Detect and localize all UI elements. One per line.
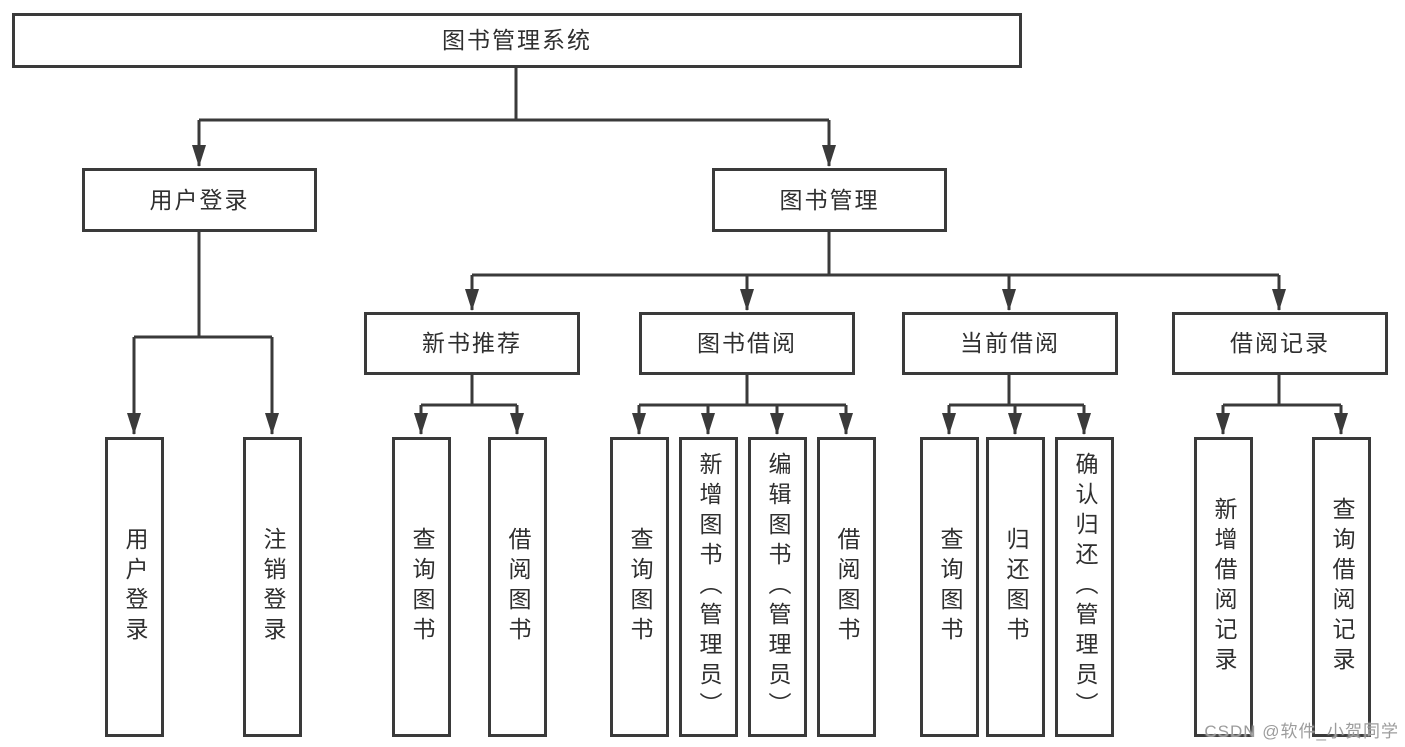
leaf-add-borrow-record: 新增借阅记录 xyxy=(1194,437,1253,737)
leaf-query-books-current: 查询图书 xyxy=(920,437,979,737)
leaf-label: 编辑图书（管理员） xyxy=(765,452,791,722)
node-library-management-system: 图书管理系统 xyxy=(12,13,1022,68)
node-book-borrowing: 图书借阅 xyxy=(639,312,855,375)
node-book-management: 图书管理 xyxy=(712,168,947,232)
leaf-label: 查询图书 xyxy=(627,527,653,647)
leaf-label: 借阅图书 xyxy=(834,527,860,647)
node-new-book-recommendation: 新书推荐 xyxy=(364,312,580,375)
leaf-label: 新增图书（管理员） xyxy=(696,452,722,722)
leaf-label: 借阅图书 xyxy=(505,527,531,647)
leaf-borrow-books-recommend: 借阅图书 xyxy=(488,437,547,737)
leaf-label: 查询借阅记录 xyxy=(1329,497,1355,677)
leaf-query-books-recommend: 查询图书 xyxy=(392,437,451,737)
leaf-label: 用户登录 xyxy=(122,527,148,647)
leaf-add-book-admin: 新增图书（管理员） xyxy=(679,437,738,737)
leaf-confirm-return-admin: 确认归还（管理员） xyxy=(1055,437,1114,737)
leaf-label: 注销登录 xyxy=(260,527,286,647)
leaf-label: 归还图书 xyxy=(1003,527,1029,647)
node-user-login: 用户登录 xyxy=(82,168,317,232)
leaf-label: 查询图书 xyxy=(937,527,963,647)
leaf-logout: 注销登录 xyxy=(243,437,302,737)
leaf-query-borrow-record: 查询借阅记录 xyxy=(1312,437,1371,737)
leaf-return-book: 归还图书 xyxy=(986,437,1045,737)
leaf-user-login: 用户登录 xyxy=(105,437,164,737)
leaf-edit-book-admin: 编辑图书（管理员） xyxy=(748,437,807,737)
node-borrowing-records: 借阅记录 xyxy=(1172,312,1388,375)
leaf-label: 查询图书 xyxy=(409,527,435,647)
node-current-borrowing: 当前借阅 xyxy=(902,312,1118,375)
leaf-borrow-books: 借阅图书 xyxy=(817,437,876,737)
leaf-query-books-borrow: 查询图书 xyxy=(610,437,669,737)
leaf-label: 确认归还（管理员） xyxy=(1072,452,1098,722)
leaf-label: 新增借阅记录 xyxy=(1211,497,1237,677)
csdn-watermark: CSDN @软件_小贺同学 xyxy=(1204,722,1399,741)
